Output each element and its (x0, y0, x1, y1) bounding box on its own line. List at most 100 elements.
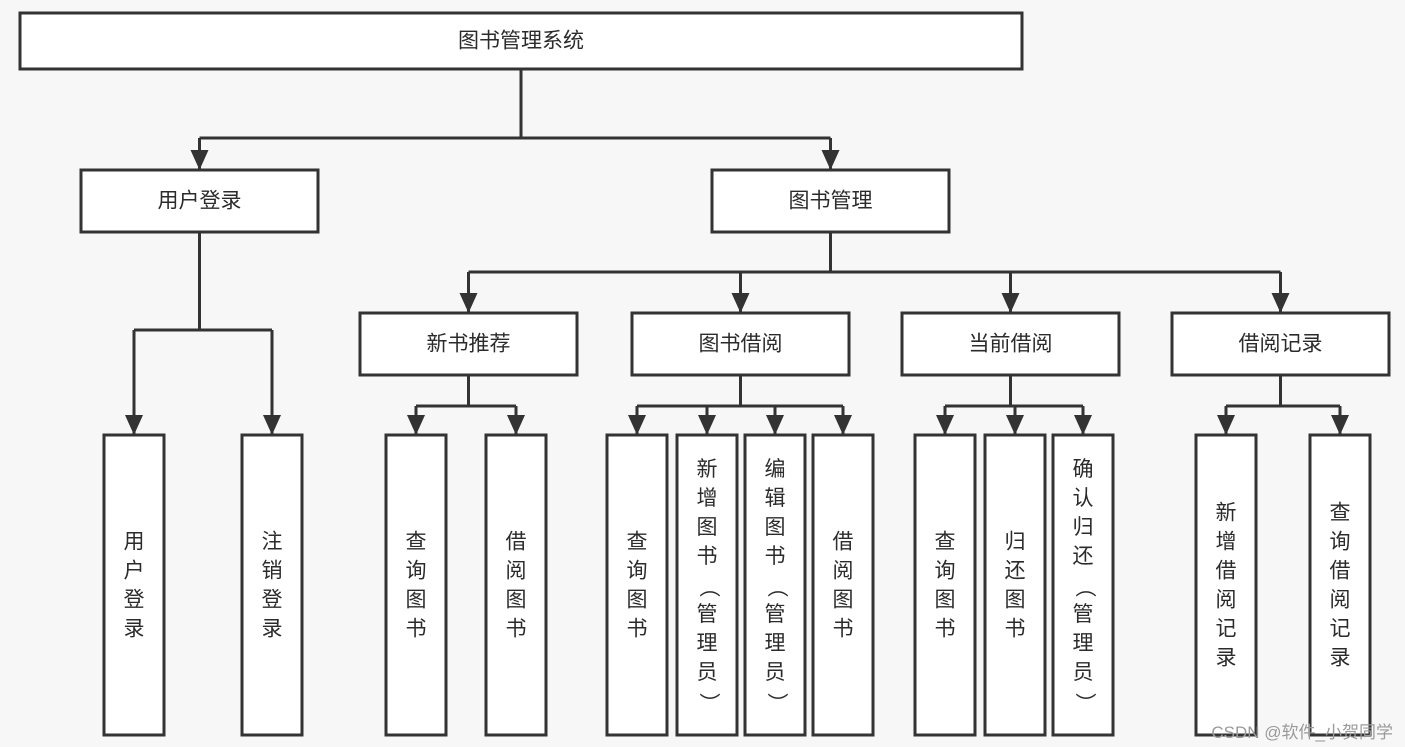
arrowhead-book-manage-0 (459, 293, 478, 313)
node-label-char: 编 (765, 458, 786, 481)
node-label-char: 图 (935, 589, 956, 612)
node-label-char: 询 (406, 560, 427, 583)
node-new-book-recommend[interactable]: 新书推荐 (358, 311, 579, 377)
node-box-leaf-borrow-book-rec (484, 433, 548, 737)
node-label-book-borrow: 图书借阅 (699, 333, 783, 356)
node-box-book-borrow (630, 311, 851, 377)
node-label-char: 员 (1073, 661, 1094, 684)
arrowhead-new-book-recommend-1 (507, 415, 525, 435)
node-leaf-query-book-cur[interactable]: 查询图书查询图书 (913, 433, 977, 737)
node-box-leaf-query-book-rec (384, 433, 448, 737)
node-label-char: 记 (1330, 618, 1351, 641)
node-label-char: 归 (1073, 516, 1094, 539)
arrowhead-book-borrow-3 (834, 415, 852, 435)
node-label-char: 借 (1330, 560, 1351, 583)
node-root[interactable]: 图书管理系统 (18, 11, 1024, 71)
node-label-char: 注 (262, 531, 283, 554)
node-label-char: 理 (697, 632, 718, 655)
node-leaf-user-login[interactable]: 用户登录用户登录 (102, 433, 166, 737)
arrowhead-book-borrow-0 (628, 415, 646, 435)
arrowhead-borrow-record-1 (1331, 415, 1349, 435)
node-leaf-query-book-borrow[interactable]: 查询图书查询图书 (605, 433, 669, 737)
node-box-leaf-user-login (102, 433, 166, 737)
node-label-char: 理 (1073, 632, 1094, 655)
node-leaf-return-book[interactable]: 归还图书归还图书 (983, 433, 1047, 737)
node-label-char: 书 (406, 618, 427, 641)
node-label-char: 户 (124, 560, 145, 583)
node-boxes: 图书管理系统用户登录图书管理新书推荐图书借阅当前借阅借阅记录用户登录用户登录注销… (18, 11, 1391, 737)
node-label-char: 新 (1216, 502, 1237, 525)
node-label-char: 录 (262, 618, 283, 641)
node-label-char: 辑 (765, 487, 786, 510)
node-label-char: 还 (1073, 545, 1094, 568)
arrowhead-root-1 (821, 150, 840, 170)
node-box-new-book-recommend (358, 311, 579, 377)
node-label-char: 询 (1330, 531, 1351, 554)
node-label-book-manage: 图书管理 (789, 190, 873, 213)
node-leaf-borrow-book[interactable]: 借阅图书借阅图书 (811, 433, 875, 737)
arrowhead-book-borrow-2 (766, 415, 784, 435)
node-label-char: 员 (765, 661, 786, 684)
node-label-char: 查 (1330, 502, 1351, 525)
node-box-leaf-query-book-cur (913, 433, 977, 737)
node-box-current-borrow (900, 311, 1121, 377)
arrowhead-user-login-1 (263, 415, 281, 435)
node-label-char: 查 (935, 531, 956, 554)
node-label-char: 管 (765, 603, 786, 626)
node-label-char: 录 (1330, 647, 1351, 670)
arrowhead-root-0 (190, 150, 209, 170)
node-label-char: 书 (627, 618, 648, 641)
node-label-char: 阅 (833, 560, 854, 583)
node-label-char: ） (765, 693, 788, 714)
node-label-char: 图 (506, 589, 527, 612)
node-label-char: 查 (627, 531, 648, 554)
node-label-char: 用 (124, 531, 145, 554)
node-label-char: 录 (1216, 647, 1237, 670)
node-label-current-borrow: 当前借阅 (969, 333, 1053, 356)
arrowhead-current-borrow-1 (1006, 415, 1024, 435)
node-leaf-user-logout[interactable]: 注销登录注销登录 (240, 433, 304, 737)
node-book-borrow[interactable]: 图书借阅 (630, 311, 851, 377)
node-label-char: （ (697, 577, 720, 598)
node-leaf-query-book-rec[interactable]: 查询图书查询图书 (384, 433, 448, 737)
node-box-leaf-user-logout (240, 433, 304, 737)
node-leaf-query-borrow-record[interactable]: 查询借阅记录查询借阅记录 (1308, 433, 1372, 737)
node-book-manage[interactable]: 图书管理 (710, 168, 951, 234)
arrowhead-current-borrow-2 (1074, 415, 1092, 435)
node-user-login[interactable]: 用户登录 (79, 168, 320, 234)
connector-lines (125, 69, 1349, 435)
node-box-leaf-edit-book-admin (743, 433, 807, 737)
arrowhead-current-borrow-0 (936, 415, 954, 435)
node-label-char: 书 (833, 618, 854, 641)
node-label-char: （ (765, 577, 788, 598)
node-label-char: 借 (1216, 560, 1237, 583)
arrowhead-book-manage-1 (731, 293, 750, 313)
arrowhead-user-login-0 (125, 415, 143, 435)
node-label-char: ） (697, 693, 720, 714)
node-borrow-record[interactable]: 借阅记录 (1170, 311, 1391, 377)
node-box-leaf-confirm-return-admin (1051, 433, 1115, 737)
node-box-book-manage (710, 168, 951, 234)
node-label-char: 图 (765, 516, 786, 539)
node-label-char: 记 (1216, 618, 1237, 641)
node-box-borrow-record (1170, 311, 1391, 377)
node-box-leaf-add-borrow-record (1194, 433, 1258, 737)
node-label-char: 阅 (506, 560, 527, 583)
node-label-char: 员 (697, 661, 718, 684)
node-leaf-add-borrow-record[interactable]: 新增借阅记录新增借阅记录 (1194, 433, 1258, 737)
node-leaf-borrow-book-rec[interactable]: 借阅图书借阅图书 (484, 433, 548, 737)
node-label-char: 查 (406, 531, 427, 554)
arrowhead-book-manage-3 (1271, 293, 1290, 313)
node-label-char: （ (1073, 577, 1096, 598)
node-label-char: 图 (697, 516, 718, 539)
node-label-char: 归 (1005, 531, 1026, 554)
node-label-borrow-record: 借阅记录 (1239, 333, 1323, 356)
node-label-char: 书 (697, 545, 718, 568)
node-label-char: 图 (406, 589, 427, 612)
node-current-borrow[interactable]: 当前借阅 (900, 311, 1121, 377)
node-box-leaf-return-book (983, 433, 1047, 737)
node-label-char: 借 (506, 531, 527, 554)
